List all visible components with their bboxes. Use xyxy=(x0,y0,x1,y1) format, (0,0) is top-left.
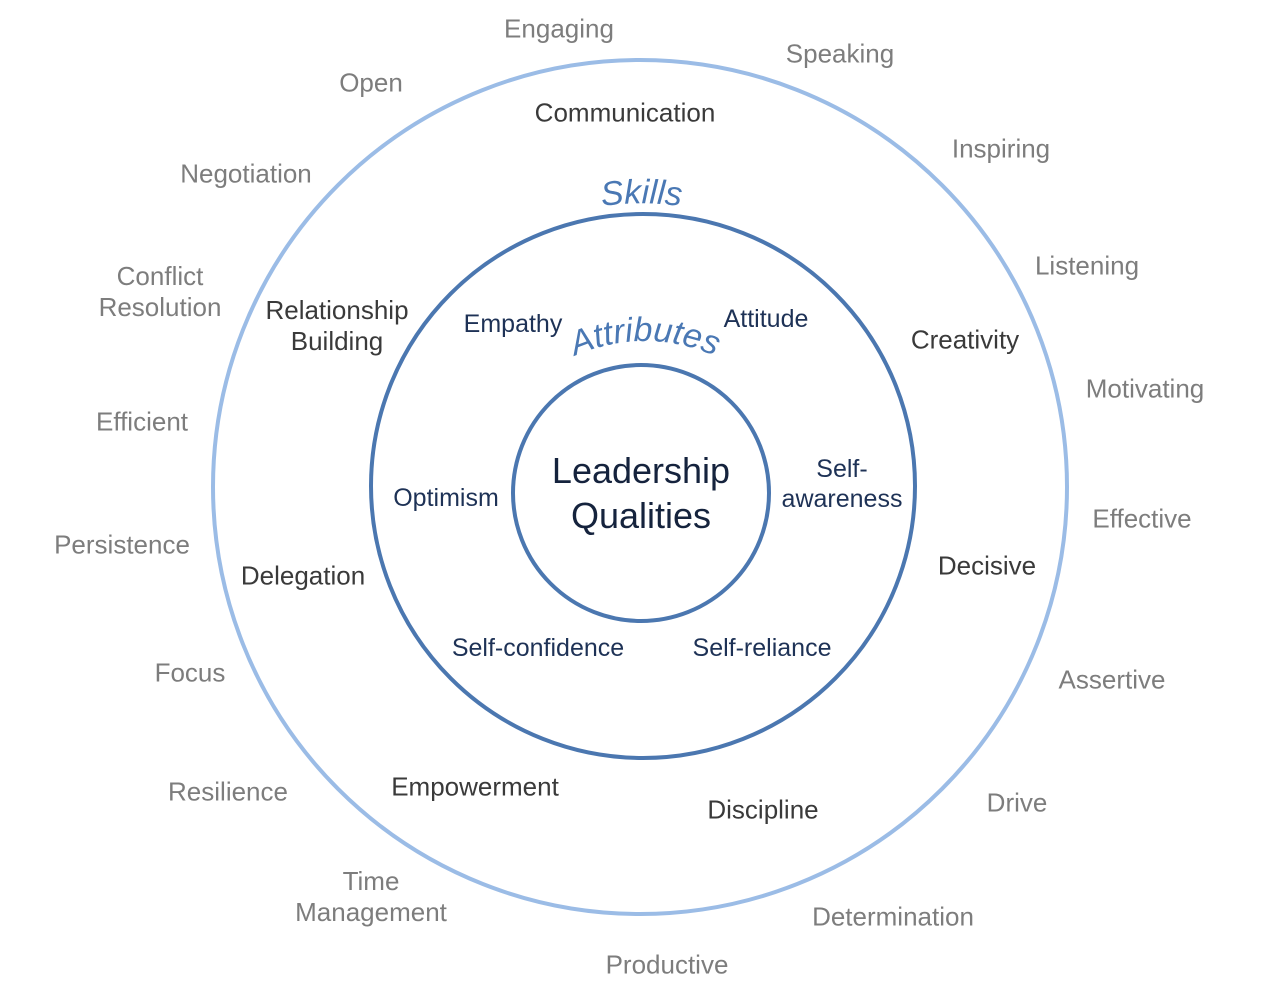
outer-time-line1: Time xyxy=(342,865,400,896)
skill-decisive: Decisive xyxy=(937,550,1037,581)
outer-resilience: Resilience xyxy=(168,776,288,807)
attribute-self-awareness: Self- awareness xyxy=(782,454,903,514)
attributes-title: Attributes xyxy=(563,311,726,364)
center-title-line2: Qualities xyxy=(570,495,712,536)
outer-speaking: Speaking xyxy=(785,38,895,69)
attribute-self-awareness-line2: awareness xyxy=(781,485,903,513)
outer-productive: Productive xyxy=(605,949,729,980)
skill-discipline: Discipline xyxy=(707,794,819,825)
outer-ring xyxy=(211,58,1069,916)
outer-persistence: Persistence xyxy=(54,529,190,560)
outer-conflict-resolution: Conflict Resolution xyxy=(99,261,222,323)
skill-relationship-line1: Relationship xyxy=(265,294,409,325)
outer-negotiation: Negotiation xyxy=(180,158,312,189)
skill-relationship-line2: Building xyxy=(290,326,384,356)
center-title-line1: Leadership xyxy=(551,450,731,491)
outer-engaging: Engaging xyxy=(504,13,614,44)
skill-communication: Communication xyxy=(534,97,716,128)
outer-effective: Effective xyxy=(1092,503,1192,534)
outer-inspiring: Inspiring xyxy=(951,133,1051,164)
attribute-empathy: Empathy xyxy=(463,310,563,338)
attribute-self-reliance: Self-reliance xyxy=(692,634,832,662)
attribute-optimism: Optimism xyxy=(393,484,499,512)
attribute-self-awareness-line1: Self- xyxy=(816,455,868,483)
outer-assertive: Assertive xyxy=(1058,664,1166,695)
skill-empowerment: Empowerment xyxy=(391,771,559,802)
outer-focus: Focus xyxy=(154,657,226,688)
outer-motivating: Motivating xyxy=(1085,373,1205,404)
outer-time-management: Time Management xyxy=(295,866,447,928)
skill-relationship-building: Relationship Building xyxy=(265,295,408,357)
skill-creativity: Creativity xyxy=(910,324,1020,355)
skill-delegation: Delegation xyxy=(240,560,366,591)
outer-determination: Determination xyxy=(812,901,974,932)
skills-title: Skills xyxy=(599,173,685,214)
outer-listening: Listening xyxy=(1034,250,1140,281)
attributes-ring xyxy=(511,363,771,623)
center-title: Leadership Qualities xyxy=(552,448,730,538)
outer-efficient: Efficient xyxy=(95,406,189,437)
outer-open: Open xyxy=(339,67,403,98)
skills-ring xyxy=(369,212,917,760)
attribute-attitude: Attitude xyxy=(723,305,809,333)
outer-time-line2: Management xyxy=(295,897,447,927)
attribute-self-confidence: Self-confidence xyxy=(451,634,625,662)
outer-drive: Drive xyxy=(986,787,1048,818)
outer-conflict-line2: Resolution xyxy=(98,292,222,322)
outer-conflict-line1: Conflict xyxy=(116,260,204,291)
